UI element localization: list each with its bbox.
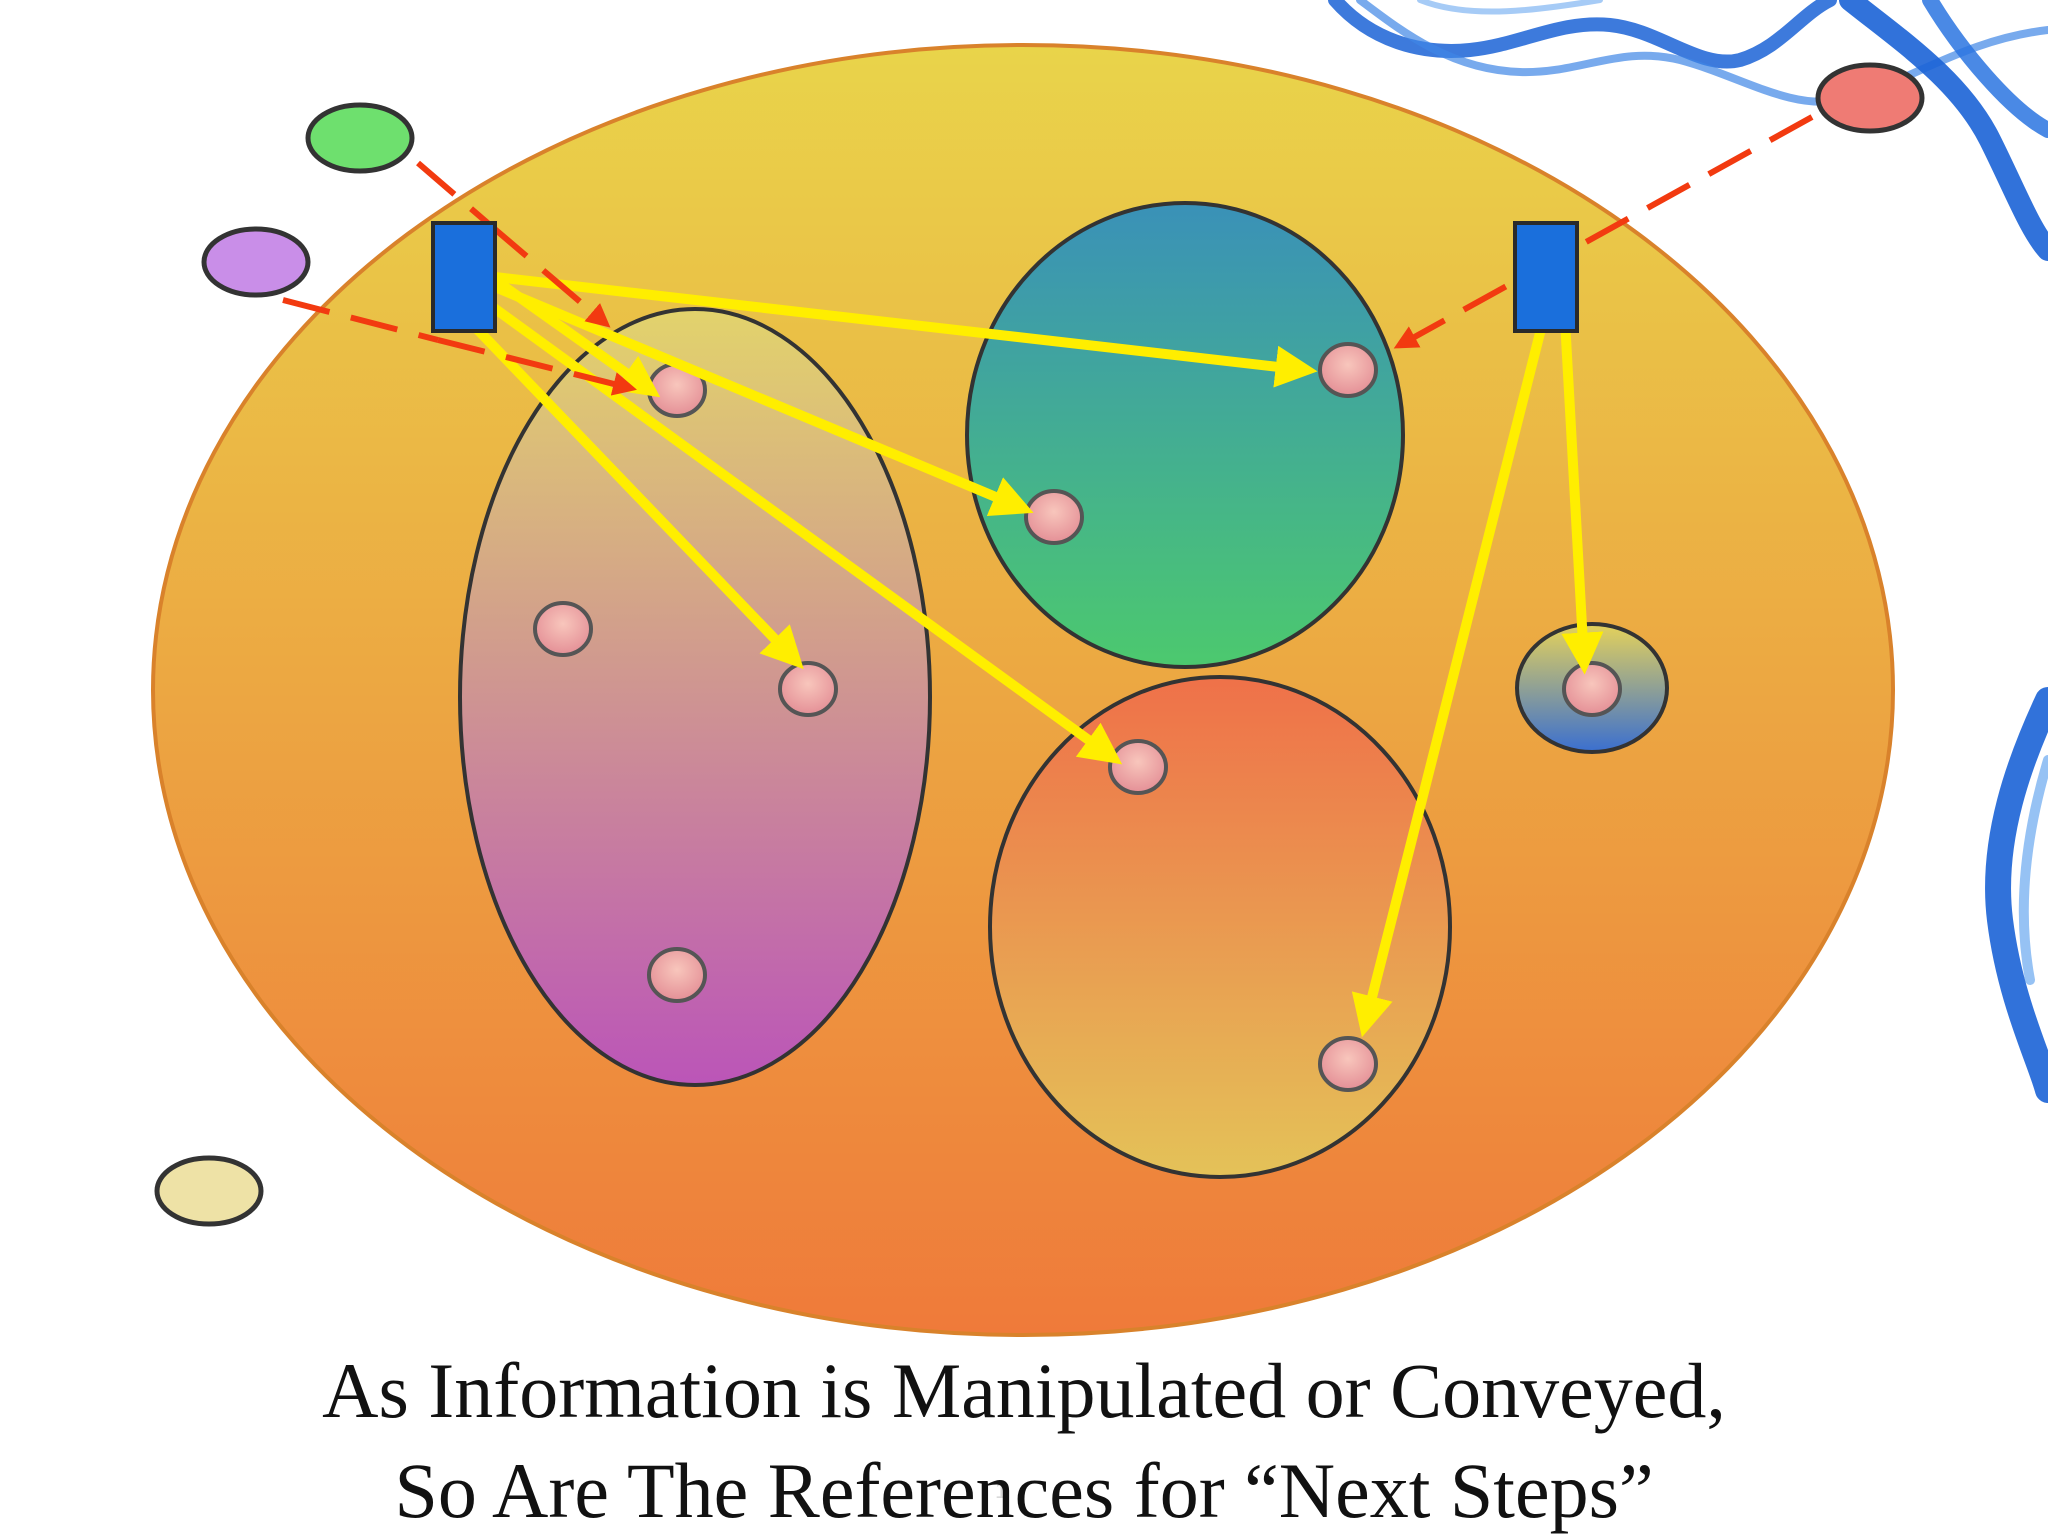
node-orange-top (1110, 741, 1166, 793)
node-teal-left (1026, 491, 1082, 543)
caption-line-1: As Information is Manipulated or Conveye… (0, 1352, 2048, 1430)
cluster-orange (990, 677, 1450, 1177)
node-small (1564, 663, 1620, 715)
external-cream-source (157, 1158, 261, 1224)
external-red-source (1818, 65, 1922, 131)
external-green-source (308, 105, 412, 171)
node-purple-right (780, 663, 836, 715)
node-purple-bottom (649, 949, 705, 1001)
caption-line-2: So Are The References for “Next Steps” (0, 1452, 2048, 1530)
cluster-teal (967, 203, 1403, 667)
node-purple-left (535, 603, 591, 655)
reference-box-left (433, 223, 495, 331)
node-orange-bottom (1320, 1038, 1376, 1090)
external-purple-source (204, 229, 308, 295)
node-teal-top (1320, 344, 1376, 396)
reference-box-right (1515, 223, 1577, 331)
